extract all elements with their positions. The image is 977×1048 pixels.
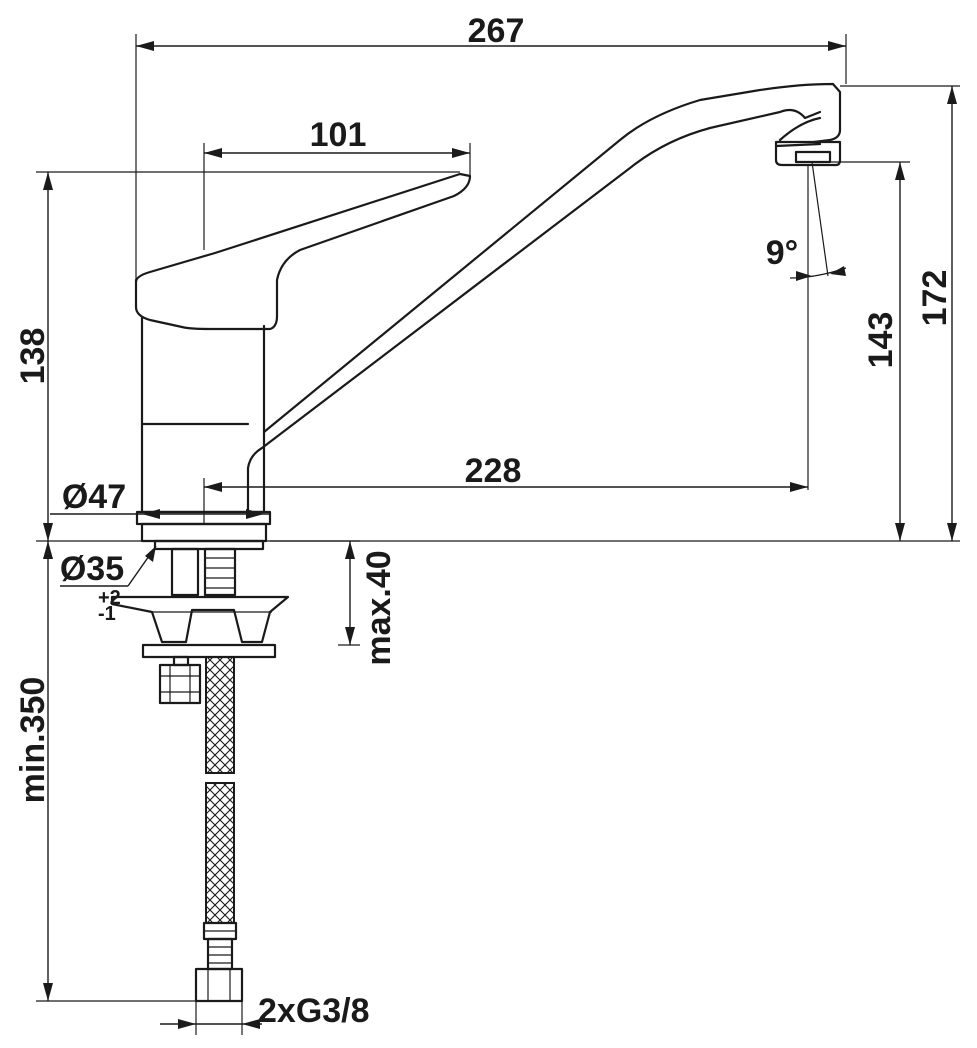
- label-hole-diameter: Ø35: [60, 550, 124, 588]
- label-connection: 2xG3/8: [258, 992, 370, 1030]
- label-tolerance-plus: +2: [98, 587, 121, 609]
- label-tolerance-minus: -1: [98, 603, 116, 625]
- label-total-height: 172: [916, 270, 954, 327]
- label-body-diameter: Ø47: [62, 478, 126, 516]
- label-min-hose-length: min.350: [14, 677, 52, 804]
- label-overall-length: 267: [468, 12, 525, 50]
- dimension-lines: [36, 34, 960, 1035]
- mounting-kit: [110, 539, 290, 705]
- lever-handle: [134, 172, 472, 331]
- label-outlet-angle: 9°: [766, 234, 799, 272]
- label-spout-reach: 228: [465, 452, 522, 490]
- label-outlet-height: 143: [862, 312, 900, 369]
- label-lever-length: 101: [310, 116, 367, 154]
- flexible-hose: [194, 656, 244, 1003]
- label-body-height: 138: [14, 328, 52, 385]
- label-max-counter-thickness: max.40: [360, 550, 398, 665]
- dimension-labels: 267 101 228 Ø47 Ø35 +2 -1 9° 2xG3/8 138 …: [14, 12, 954, 1030]
